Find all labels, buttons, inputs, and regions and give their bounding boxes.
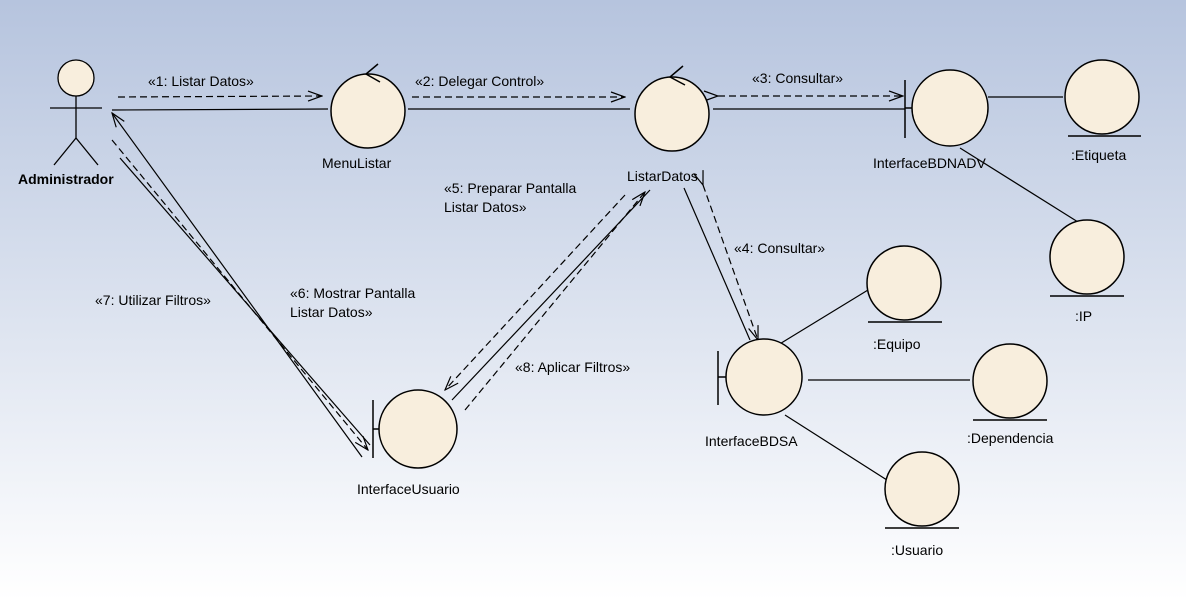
entity-etiqueta-label: :Etiqueta [1071, 147, 1126, 163]
actor-leg-left [53, 137, 77, 166]
link-listardatos-interfaceusuario [451, 189, 651, 401]
entity-equipo-label: :Equipo [873, 336, 921, 352]
control-arrow-icon [668, 65, 686, 86]
entity-circle [884, 451, 960, 527]
boundary-interfaceusuario-label: InterfaceUsuario [357, 481, 460, 497]
message-1-arrow [117, 96, 322, 97]
actor-administrador [50, 59, 102, 166]
link-interfacebdnadv-ip [959, 147, 1079, 223]
actor-leg-right [75, 137, 99, 166]
message-5-arrow [445, 194, 626, 390]
message-arrows [111, 96, 903, 458]
entity-usuario-label: :Usuario [891, 542, 943, 558]
message-4-label: «4: Consultar» [734, 240, 825, 256]
link-interfacebdsa-usuario [784, 414, 891, 483]
entity-etiqueta [1064, 59, 1141, 137]
control-circle [330, 73, 406, 149]
actor-head [57, 59, 95, 97]
entity-circle [1049, 219, 1125, 295]
actor-label: Administrador [18, 171, 114, 187]
entity-usuario [884, 451, 960, 529]
entity-circle [1064, 59, 1140, 135]
entity-circle [866, 245, 942, 321]
message-6-label-line-2: Listar Datos» [290, 304, 373, 320]
control-listardatos-label: ListarDatos [627, 168, 698, 184]
link-actor-menulistar [111, 108, 329, 111]
message-5-label-line-1: «5: Preparar Pantalla [444, 180, 577, 196]
message-6-arrow [111, 139, 368, 450]
control-menulistar-label: MenuListar [322, 155, 392, 171]
entity-ip-label: :IP [1075, 308, 1092, 324]
entity-circle [972, 343, 1048, 419]
message-2-label: «2: Delegar Control» [415, 73, 544, 89]
boundary-interfaceusuario [372, 389, 458, 469]
boundary-interfacebdsa [717, 338, 803, 416]
message-7-arrow [112, 113, 363, 458]
link-interfacebdsa-equipo [777, 289, 869, 346]
message-8-label: «8: Aplicar Filtros» [515, 359, 630, 375]
message-1-label: «1: Listar Datos» [148, 73, 254, 89]
control-arrow-icon [364, 63, 381, 83]
boundary-interfacebdnadv-label: InterfaceBDNADV [873, 155, 986, 171]
message-7-label: «7: Utilizar Filtros» [95, 292, 211, 308]
entity-dependencia [972, 343, 1048, 421]
message-3-label: «3: Consultar» [752, 70, 843, 86]
boundary-interfacebdnadv [904, 69, 989, 147]
entity-equipo [866, 245, 942, 323]
entity-dependencia-label: :Dependencia [967, 430, 1054, 446]
boundary-circle [911, 69, 989, 147]
boundary-circle [725, 338, 803, 416]
control-listardatos [634, 65, 710, 152]
message-5-label-line-2: Listar Datos» [444, 199, 527, 215]
control-circle [634, 76, 710, 152]
boundary-interfacebdsa-label: InterfaceBDSA [705, 433, 798, 449]
entity-ip [1049, 219, 1125, 297]
message-6-label-line-1: «6: Mostrar Pantalla [290, 285, 415, 301]
boundary-circle [378, 389, 458, 469]
message-4-arrow [703, 185, 758, 340]
message-8-arrow [464, 192, 645, 411]
control-menulistar [330, 63, 406, 149]
